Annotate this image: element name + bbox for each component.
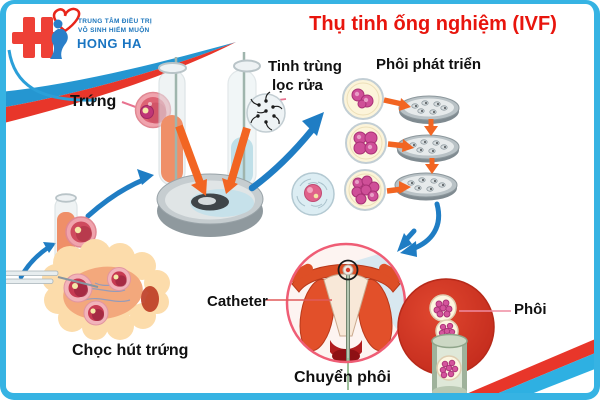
label-embryo: Phôi [514, 301, 547, 318]
label-embryo-transfer: Chuyển phôi [294, 369, 391, 386]
hospital-logo-icon [12, 7, 81, 59]
culture-dishes [394, 95, 460, 201]
embryo-transfer-scene [266, 242, 407, 390]
logo-brand-name: HONG HA [77, 36, 142, 51]
washed-sperm-cell [246, 91, 287, 133]
fertilized-egg-cell [291, 172, 335, 216]
embryo-stage-morula [344, 169, 386, 211]
embryo-column-arrows [383, 97, 439, 194]
fertilization-dish [156, 173, 264, 237]
pour-arrows [175, 124, 251, 196]
brand-swoosh-top-left [0, 42, 236, 124]
heart-icon [52, 7, 81, 33]
embryo-highlight-ring [337, 259, 359, 281]
ovary-eggs [63, 267, 131, 326]
embryo-stage-4cell [345, 122, 387, 164]
label-sperm-wash-line1: Tinh trùng [268, 58, 342, 75]
logo-text-line2: VÔ SINH HIẾM MUỘN [78, 27, 150, 34]
label-embryo-development: Phôi phát triển [376, 56, 481, 73]
flow-arrows-blue [18, 112, 441, 280]
egg-retrieval-scene [4, 193, 170, 340]
egg-test-tube [158, 57, 187, 186]
label-egg-retrieval: Chọc hút trứng [72, 342, 189, 359]
pregnant-woman-icon [50, 29, 68, 59]
diagram-title: Thụ tinh ống nghiệm (IVF) [309, 13, 557, 35]
embryo-stage-2cell [342, 78, 384, 120]
brand-stripes-bottom-right [452, 337, 600, 400]
logo-text-line1: TRUNG TÂM ĐIỀU TRỊ [78, 18, 153, 25]
label-egg: Trứng [70, 93, 117, 110]
embryo-closeup-scene [397, 278, 511, 398]
label-catheter: Catheter [207, 293, 268, 310]
label-sperm-wash: Tinh trùng lọc rửa [268, 57, 342, 95]
label-sperm-wash-line2: lọc rửa [272, 77, 323, 94]
transfer-catheter-tube [431, 333, 468, 398]
